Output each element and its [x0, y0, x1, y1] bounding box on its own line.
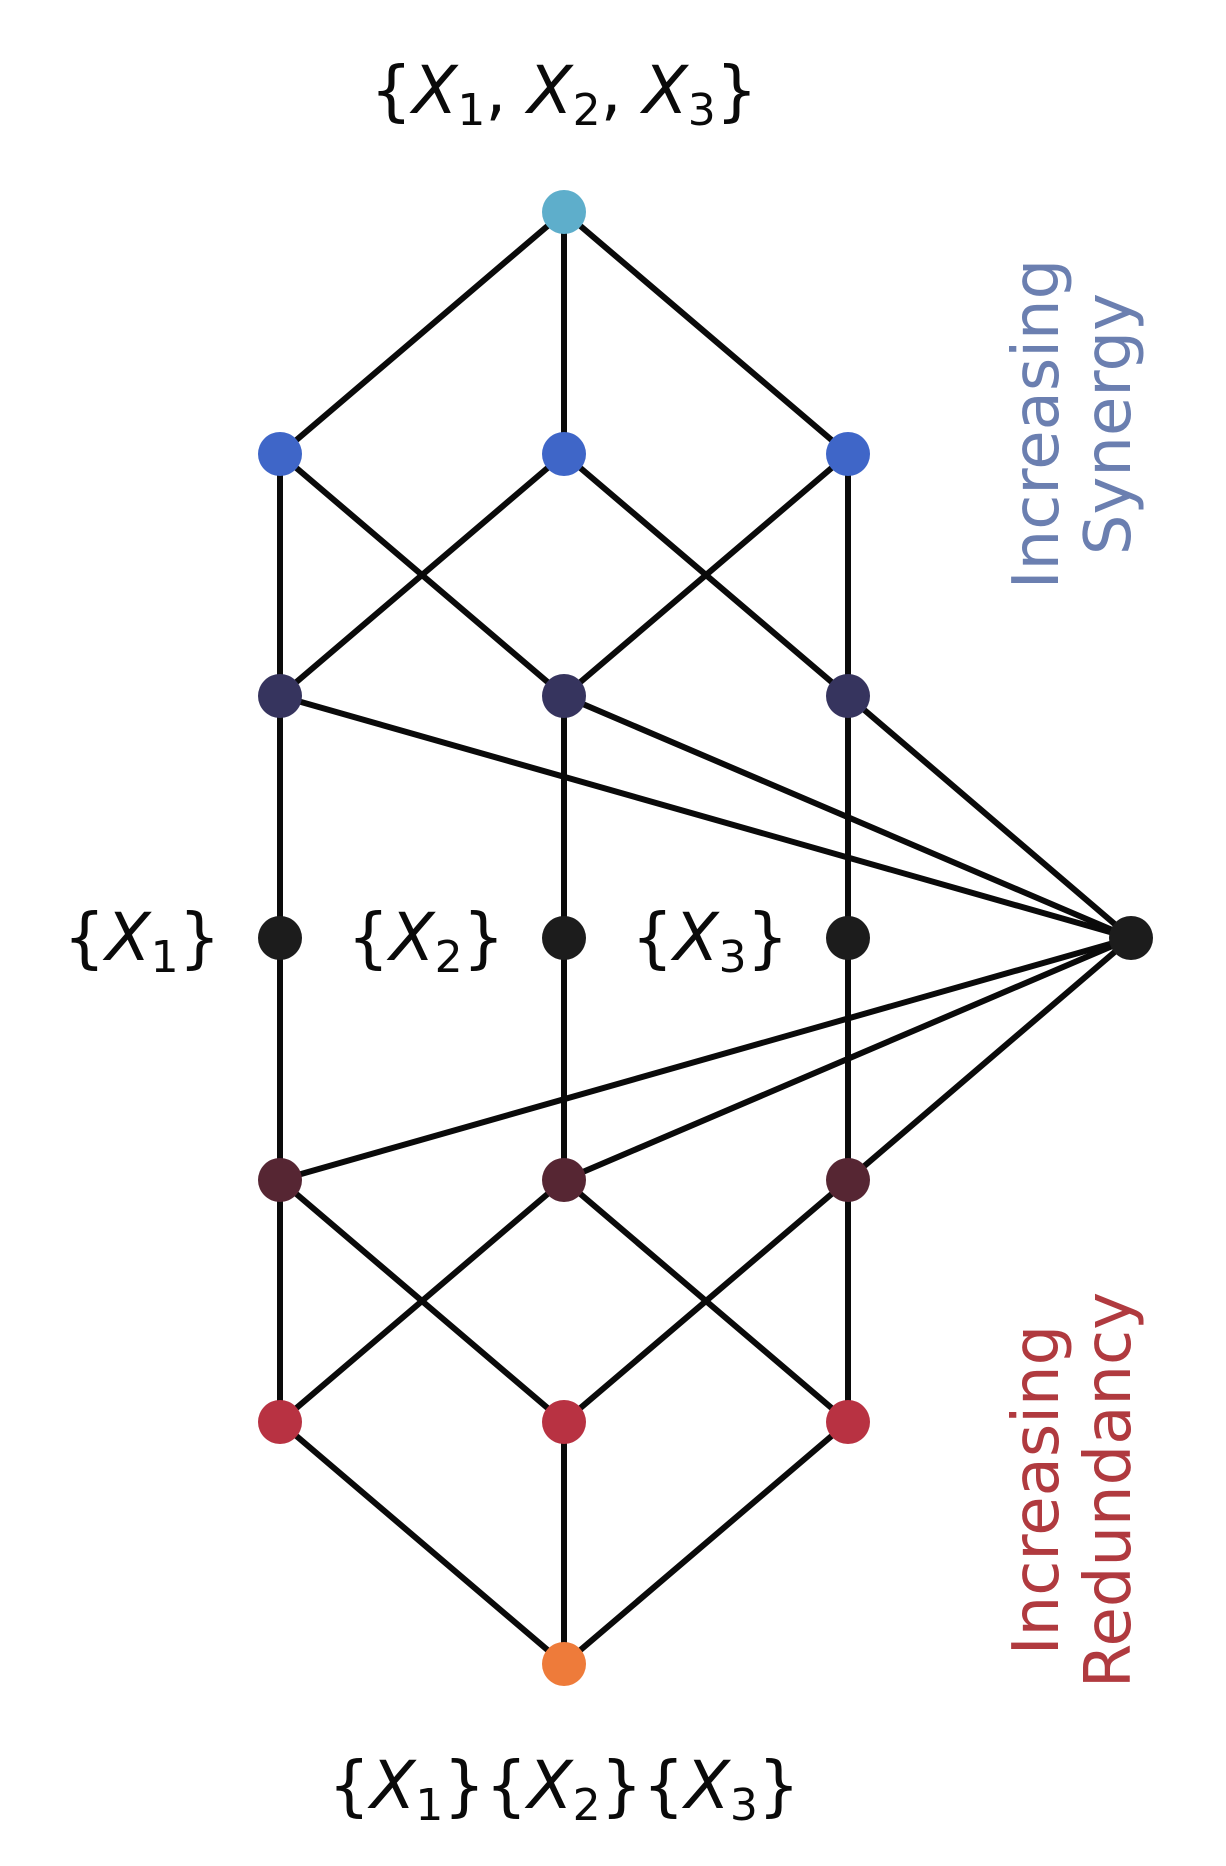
x1-node-label: {X1} [63, 899, 220, 983]
redundancy-annotation: Increasing Redundancy [1000, 1292, 1146, 1688]
edge [845, 693, 1134, 941]
edge [277, 209, 567, 457]
node-blue-right [826, 432, 870, 476]
edge [277, 1419, 567, 1667]
node-blue-center [542, 432, 586, 476]
node-maroon-center [542, 1158, 586, 1202]
node-red-center [542, 1400, 586, 1444]
edge [561, 693, 1134, 941]
node-navy-center [542, 674, 586, 718]
synergy-line1: Increasing [1000, 259, 1074, 589]
node-top [542, 190, 586, 234]
node-bottom [542, 1642, 586, 1686]
edge [561, 935, 1134, 1183]
node-maroon-right [826, 1158, 870, 1202]
node-red-left [258, 1400, 302, 1444]
edge [277, 693, 1134, 941]
edge [845, 935, 1134, 1183]
node-right [1109, 916, 1153, 960]
top-node-label: {X1, X2, X3} [370, 52, 758, 136]
synergy-annotation: Increasing Synergy [1000, 259, 1146, 589]
edge [561, 209, 851, 457]
edge [561, 1419, 851, 1667]
bottom-node-label: {X1}{X2}{X3} [328, 1747, 800, 1831]
node-blue-left [258, 432, 302, 476]
x2-node-label: {X2} [347, 899, 504, 983]
edge [277, 935, 1134, 1183]
edge [561, 1177, 851, 1425]
node-red-right [826, 1400, 870, 1444]
synergy-line2: Synergy [1072, 293, 1146, 555]
redundancy-line1: Increasing [1000, 1325, 1074, 1655]
edge [561, 451, 851, 699]
node-x3 [826, 916, 870, 960]
node-navy-right [826, 674, 870, 718]
edge [277, 1177, 567, 1425]
redundancy-line2: Redundancy [1072, 1292, 1146, 1688]
edge [277, 451, 567, 699]
node-x2 [542, 916, 586, 960]
lattice-edges [277, 209, 1134, 1667]
x3-node-label: {X3} [631, 899, 788, 983]
node-maroon-left [258, 1158, 302, 1202]
lattice-nodes [258, 190, 1153, 1686]
node-navy-left [258, 674, 302, 718]
node-x1 [258, 916, 302, 960]
